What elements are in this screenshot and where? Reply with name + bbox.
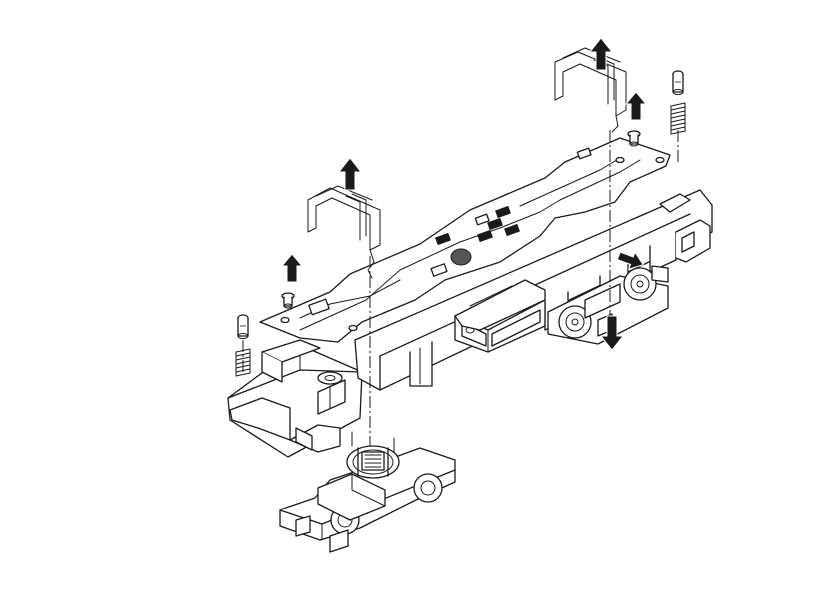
arrow-up-icon: [282, 254, 302, 282]
plunger-left: [238, 315, 248, 339]
front-bogie: [280, 432, 455, 552]
screw-left: [282, 293, 294, 308]
screw-right: [628, 131, 640, 146]
coil-spring-right: [671, 103, 685, 134]
plunger-right: [673, 71, 683, 95]
arrow-up-icon: [626, 92, 646, 120]
pickup-spring-clip-left: [308, 186, 380, 278]
arrow-up-icon: [339, 158, 361, 190]
pickup-spring-clip-right: [555, 48, 626, 132]
